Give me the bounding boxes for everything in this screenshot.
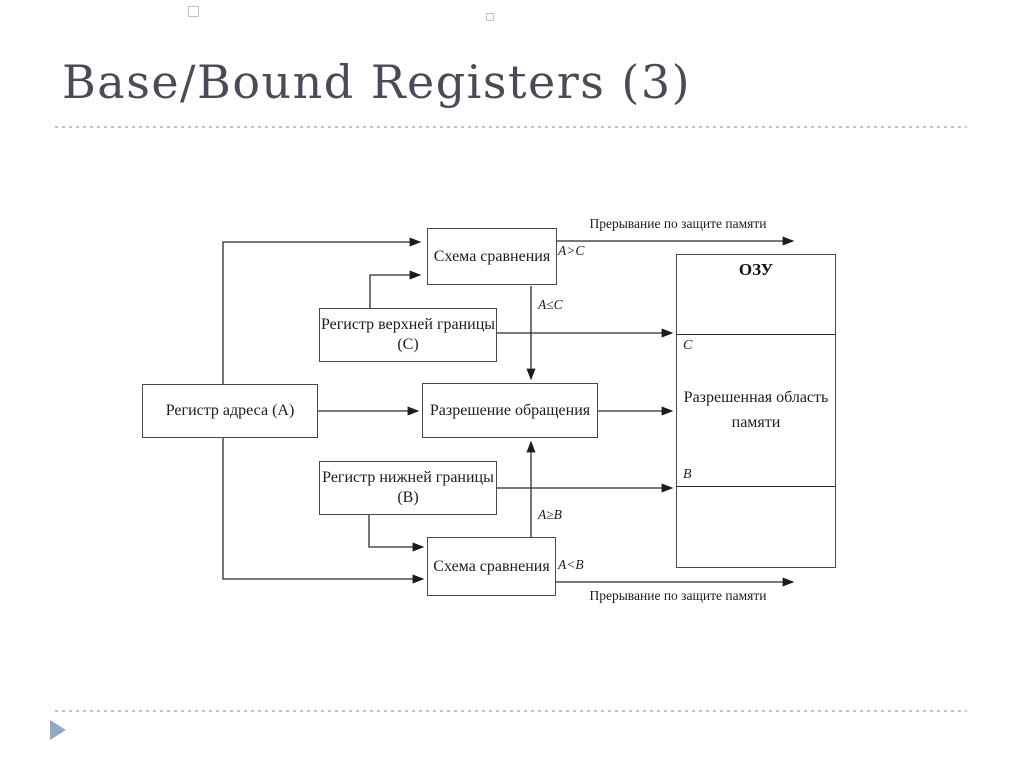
theme-square-decoration: [486, 13, 494, 21]
condition-a-lessequal-c: A≤C: [538, 297, 563, 312]
condition-a-less-b: A<B: [558, 557, 584, 572]
ram-title: ОЗУ: [738, 260, 774, 279]
address-register-box: Регистр адреса (A): [142, 384, 318, 438]
lower-bound-register-box: Регистр нижней границы (B): [319, 461, 497, 515]
ram-upper-bound-divider: [677, 334, 835, 335]
footer-divider: [55, 710, 967, 712]
comparator-bottom-box: Схема сравнения: [427, 537, 556, 596]
interrupt-label-bottom: Прерывание по защите памяти: [589, 588, 767, 603]
page-title: Base/Bound Registers (3): [62, 55, 692, 109]
ram-lower-bound-label: B: [683, 467, 692, 482]
title-divider: [55, 126, 967, 128]
footer-triangle-icon: [50, 720, 66, 740]
ram-lower-bound-divider: [677, 486, 835, 487]
interrupt-label-top: Прерывание по защите памяти: [589, 216, 767, 231]
condition-a-greater-c: A>C: [558, 243, 585, 258]
ram-allowed-region-label: Разрешенная область памяти: [683, 389, 829, 431]
comparator-top-box: Схема сравнения: [427, 228, 557, 285]
ram-box: ОЗУ C Разрешенная область памяти B: [676, 254, 836, 568]
upper-bound-register-box: Регистр верхней границы (C): [319, 308, 497, 362]
access-permission-box: Разрешение обращения: [422, 383, 598, 438]
ram-upper-bound-label: C: [683, 338, 693, 353]
theme-square-decoration: [188, 6, 199, 17]
condition-a-greaterequal-b: A≥B: [538, 507, 562, 522]
